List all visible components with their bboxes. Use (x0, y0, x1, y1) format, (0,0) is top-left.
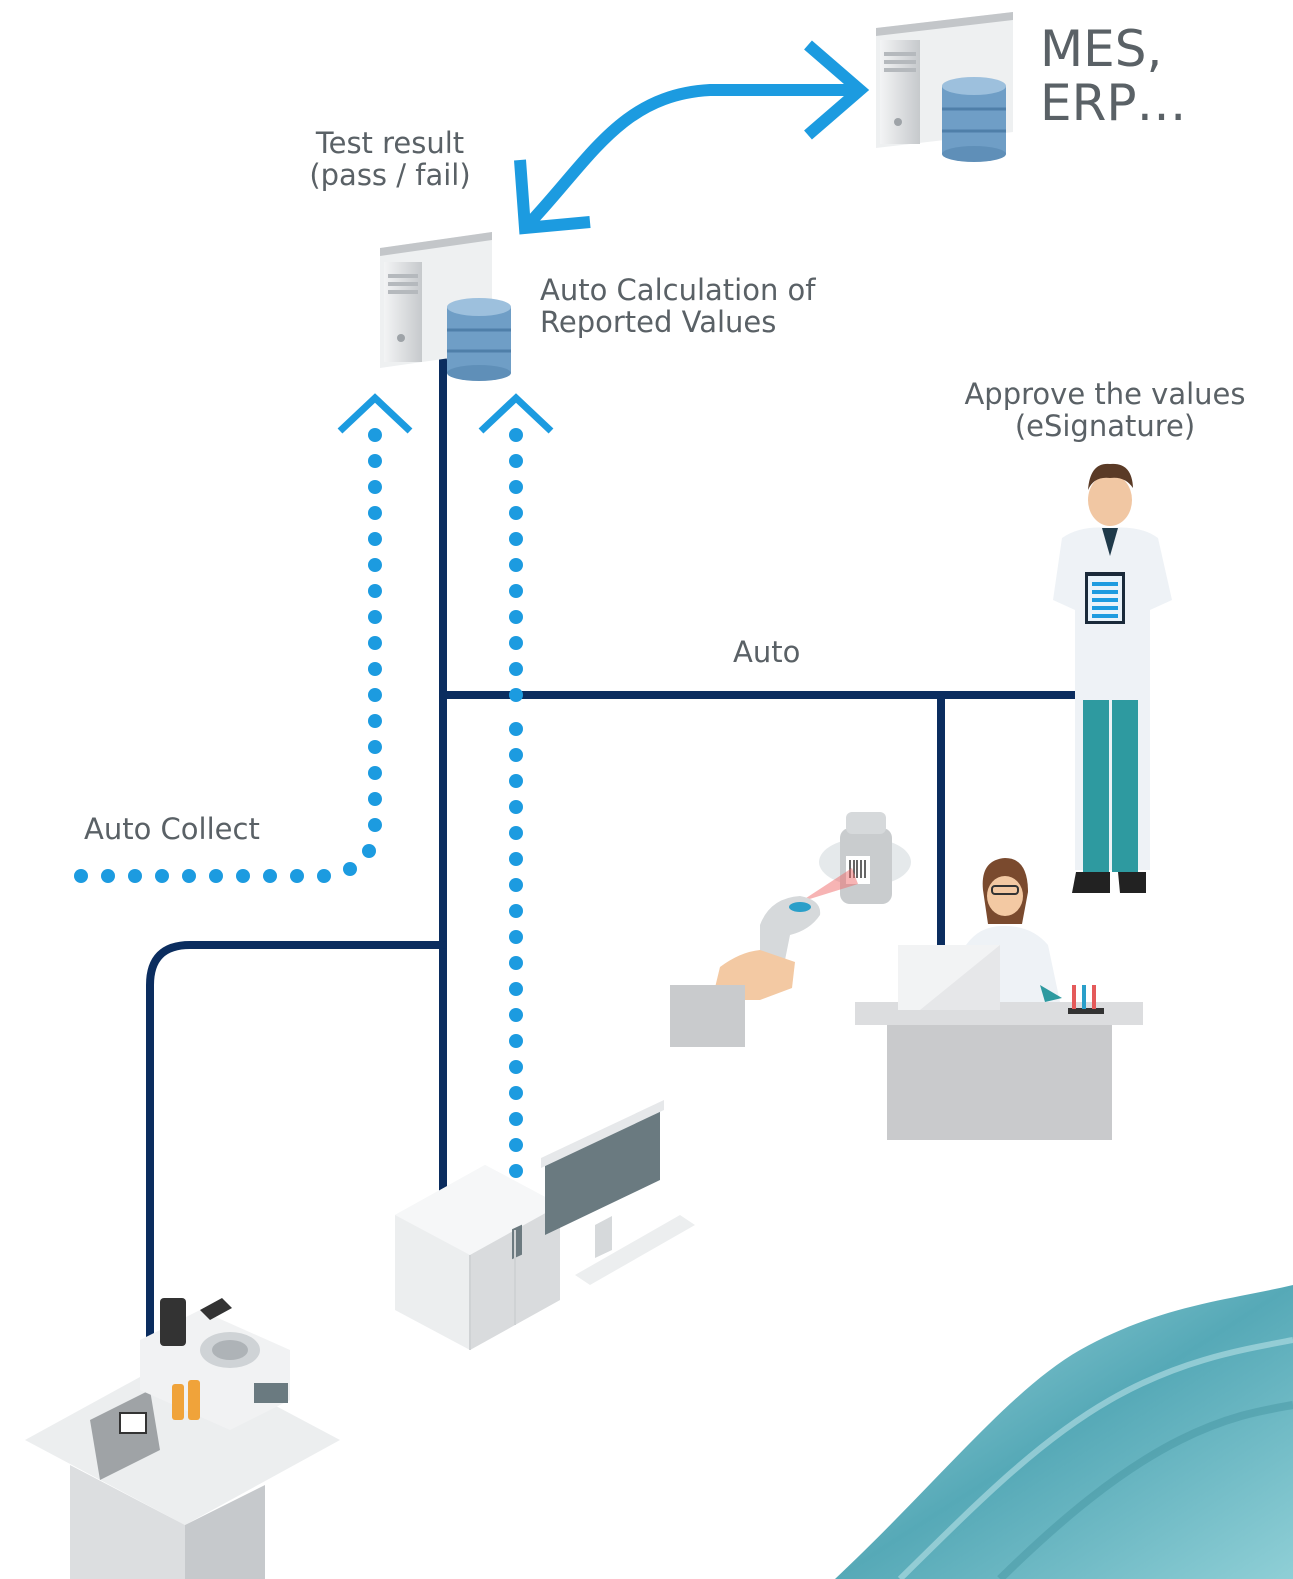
auto-calculation-label-line2: Reported Values (540, 305, 777, 339)
scientist-icon (1053, 463, 1172, 893)
auto-label: Auto (733, 635, 801, 669)
laptop-icon (898, 945, 1000, 1010)
test-result-label-line2: (pass / fail) (309, 158, 471, 192)
hplc-instrument-icon (395, 1165, 560, 1350)
barcode-scanner-icon (670, 868, 858, 1047)
mes-erp-exchange-arrow (514, 40, 870, 235)
auto-collect-label: Auto Collect (84, 812, 260, 846)
instrument-flow (509, 428, 523, 1178)
erp-database-icon (942, 77, 1006, 162)
approve-values-label-line2: (eSignature) (1014, 409, 1196, 443)
test-tube-rack-icon (1068, 985, 1104, 1014)
network-lines (146, 356, 1087, 1349)
auto-calculation-label-line1: Auto Calculation of (540, 273, 816, 307)
water-decoration (835, 1285, 1293, 1579)
auto-collect-arrowhead (337, 393, 413, 434)
test-result-label: Test result (pass / fail) (290, 127, 490, 191)
mes-erp-label-line1: MES, (1040, 20, 1163, 78)
mes-erp-label-line2: ERP… (1040, 74, 1187, 132)
desk-workstation (855, 858, 1143, 1140)
instrument-flow-arrowhead (478, 393, 554, 434)
lab-analyzer-icon (25, 1298, 340, 1579)
auto-collect-flow (74, 428, 382, 883)
monitor-icon (541, 1100, 695, 1285)
mes-erp-label: MES, ERP… (1040, 22, 1186, 130)
approve-values-label: Approve the values (eSignature) (955, 378, 1255, 442)
approve-values-label-line1: Approve the values (964, 377, 1246, 411)
central-database-icon (447, 298, 511, 381)
test-result-label-line1: Test result (315, 126, 465, 160)
auto-calculation-label: Auto Calculation of Reported Values (540, 274, 816, 338)
network-line-analyzer (146, 941, 447, 1349)
